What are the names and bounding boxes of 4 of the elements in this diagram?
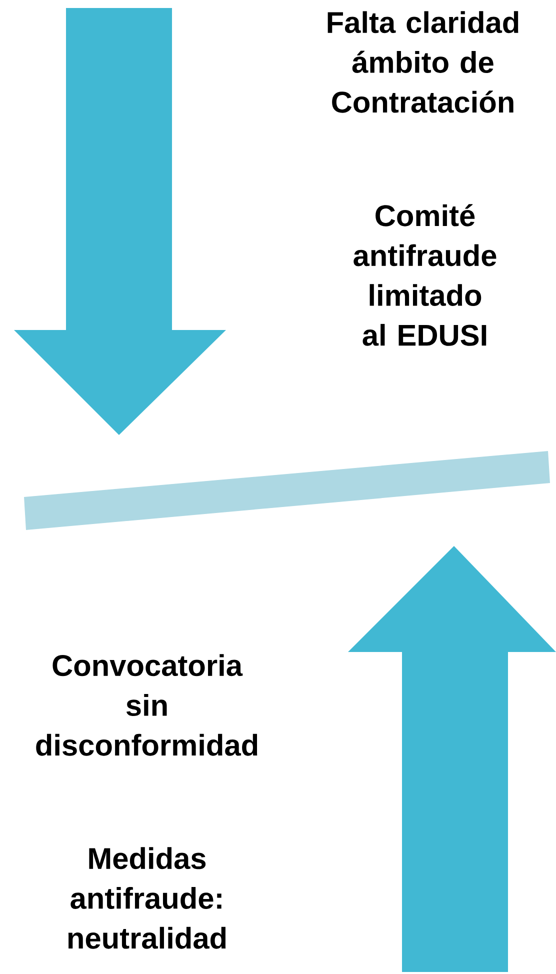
text-label: Convocatoria sin disconformidad bbox=[36, 654, 258, 756]
text-label: Comité antifraude limitado al EDUSI bbox=[354, 204, 496, 346]
text-label: Medidas antifraude: neutralidad bbox=[68, 847, 226, 949]
text-label: Falta claridad ámbito de Contratación bbox=[328, 11, 518, 113]
